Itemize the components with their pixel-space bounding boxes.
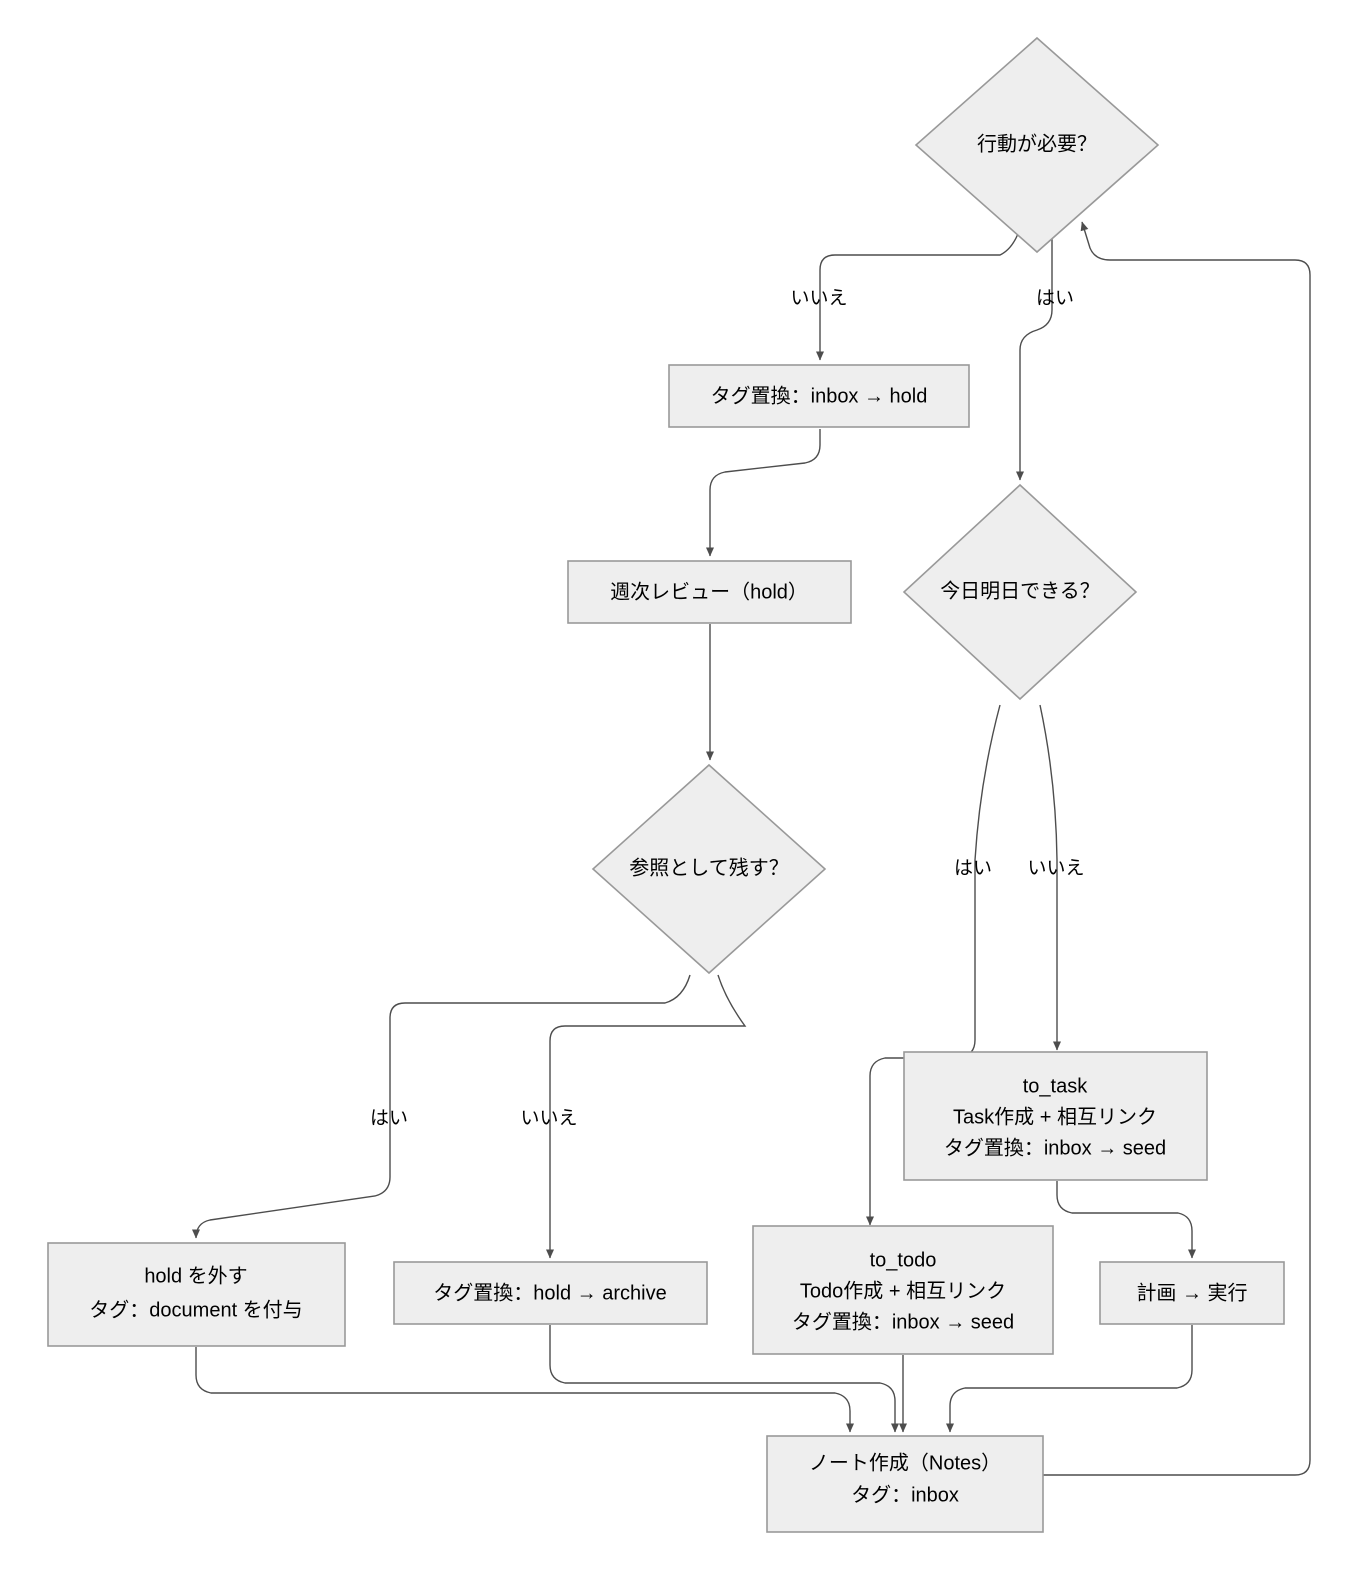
edge-label-action-needed-no: いいえ — [790, 288, 847, 309]
edge-label-can-do-today-no: いいえ — [1027, 858, 1084, 879]
edge-keep-as-reference-yes — [192, 974, 691, 1239]
keep-as-reference-label: 参照として残す？ — [629, 856, 788, 879]
tag-inbox-hold-label: タグ置換：inbox → hold — [711, 384, 928, 407]
edge-label-keep-ref-no: いいえ — [520, 1108, 577, 1129]
keep-as-reference-diamond[interactable] — [591, 763, 827, 975]
to-todo-box[interactable] — [752, 1225, 1054, 1355]
edge-to-task-to-plan-exec — [1056, 1181, 1196, 1259]
note-create-box[interactable] — [766, 1435, 1044, 1533]
node-remove-hold[interactable]: hold を外す タグ：document を付与 — [47, 1242, 346, 1347]
node-tag-inbox-hold[interactable]: タグ置換：inbox → hold — [668, 364, 970, 428]
tag-hold-archive-label: タグ置換：hold → archive — [433, 1281, 666, 1304]
can-do-today-diamond[interactable] — [902, 483, 1138, 701]
to-todo-label-line3: タグ置換：inbox → seed — [792, 1310, 1014, 1333]
action-needed-diamond[interactable] — [914, 36, 1160, 254]
note-create-label-line1: ノート作成（Notes） — [809, 1451, 1001, 1474]
edge-action-needed-yes — [1016, 222, 1053, 481]
remove-hold-label-line1: hold を外す — [144, 1264, 247, 1287]
to-task-label-line1: to_task — [1023, 1075, 1088, 1097]
edge-plan-exec-to-note-create — [946, 1325, 1193, 1433]
remove-hold-label-line2: タグ：document を付与 — [89, 1298, 302, 1321]
node-to-task[interactable]: to_task Task作成 + 相互リンク タグ置換：inbox → seed — [903, 1051, 1208, 1181]
tag-hold-archive-box[interactable] — [393, 1261, 708, 1325]
to-task-label-line2: Task作成 + 相互リンク — [953, 1105, 1157, 1128]
to-task-box[interactable] — [903, 1051, 1208, 1181]
edge-label-action-needed-yes: はい — [1036, 288, 1074, 309]
edge-tag-inbox-hold-to-weekly-review — [706, 429, 821, 557]
plan-to-exec-label: 計画 → 実行 — [1136, 1281, 1247, 1304]
plan-to-exec-box[interactable] — [1099, 1261, 1285, 1325]
to-todo-label-line1: to_todo — [870, 1249, 937, 1271]
to-task-label-line3: タグ置換：inbox → seed — [944, 1136, 1166, 1159]
can-do-today-label: 今日明日できる？ — [940, 579, 1100, 602]
edge-action-needed-no — [816, 221, 1023, 361]
node-weekly-review[interactable]: 週次レビュー（hold） — [567, 560, 852, 624]
node-keep-as-reference[interactable]: 参照として残す？ — [591, 763, 827, 975]
node-to-todo[interactable]: to_todo Todo作成 + 相互リンク タグ置換：inbox → seed — [752, 1225, 1054, 1355]
node-plan-to-exec[interactable]: 計画 → 実行 — [1099, 1261, 1285, 1325]
tag-inbox-hold-box[interactable] — [668, 364, 970, 428]
edge-labels-layer: いいえ はい はい いいえ はい いいえ — [370, 288, 1085, 1129]
edge-label-can-do-today-yes: はい — [954, 858, 992, 879]
edge-note-create-to-action-needed — [1042, 221, 1311, 1476]
node-action-needed[interactable]: 行動が必要？ — [914, 36, 1160, 254]
edge-can-do-today-yes — [866, 704, 1001, 1226]
edges-layer — [192, 221, 1311, 1476]
edge-remove-hold-to-note-create — [195, 1347, 854, 1433]
to-todo-label-line2: Todo作成 + 相互リンク — [800, 1279, 1006, 1302]
node-can-do-today[interactable]: 今日明日できる？ — [902, 483, 1138, 701]
edge-can-do-today-no — [1039, 704, 1061, 1051]
edge-label-keep-ref-yes: はい — [370, 1108, 408, 1129]
note-create-label-line2: タグ：inbox — [851, 1483, 959, 1506]
edge-tag-hold-archive-to-note-create — [549, 1325, 899, 1433]
remove-hold-box[interactable] — [47, 1242, 346, 1347]
edge-keep-as-reference-no — [546, 974, 747, 1259]
weekly-review-box[interactable] — [567, 560, 852, 624]
weekly-review-label: 週次レビュー（hold） — [610, 580, 808, 603]
node-note-create[interactable]: ノート作成（Notes） タグ：inbox — [766, 1435, 1044, 1533]
action-needed-label: 行動が必要？ — [977, 132, 1097, 155]
node-tag-hold-archive[interactable]: タグ置換：hold → archive — [393, 1261, 708, 1325]
